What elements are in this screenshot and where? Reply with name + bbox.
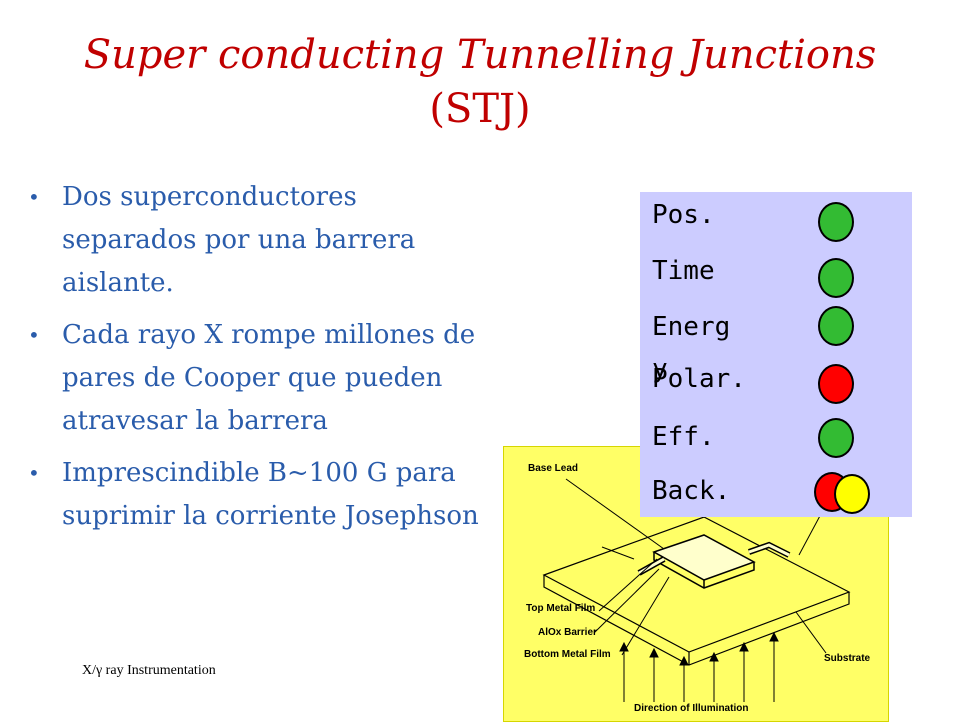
bullet-icon: • <box>28 323 40 347</box>
bullet-icon: • <box>28 185 40 209</box>
status-light-eff <box>818 418 854 458</box>
label-base-lead: Base Lead <box>528 463 579 474</box>
label-top-metal-film: Top Metal Film <box>526 603 596 614</box>
label-direction-of-illumination: Direction of Illumination <box>634 703 749 714</box>
status-label-eff: Eff. <box>652 422 715 452</box>
performance-panel: Pos. Time Energ y Polar. Eff. Back. <box>640 192 912 517</box>
bullet-item: • Cada rayo X rompe millones de pares de … <box>28 314 498 443</box>
status-light-time <box>818 258 854 298</box>
status-label-energy-y: y <box>652 354 668 384</box>
status-label-pos: Pos. <box>652 200 715 230</box>
title-line-2: (STJ) <box>429 86 531 132</box>
bullet-item: • Dos superconductores separados por una … <box>28 176 498 305</box>
bullet-item: • Imprescindible B~100 G para suprimir la… <box>28 452 498 538</box>
footer-text: X/γ ray Instrumentation <box>82 663 216 678</box>
label-substrate: Substrate <box>824 653 871 664</box>
status-label-back: Back. <box>652 476 731 506</box>
slide-title: Super conducting Tunnelling Junctions (S… <box>0 28 960 136</box>
bullet-icon: • <box>28 461 40 485</box>
title-line-1: Super conducting Tunnelling Junctions <box>83 32 877 78</box>
status-label-energy: Energ <box>652 312 731 342</box>
stj-diagram-drawing <box>542 478 851 702</box>
bullet-text: Dos superconductores separados por una b… <box>62 182 416 298</box>
status-light-back-overlay <box>834 474 870 514</box>
status-light-polar <box>818 364 854 404</box>
status-light-energy <box>818 306 854 346</box>
status-light-pos <box>818 202 854 242</box>
label-alox-barrier: AlOx Barrier <box>538 627 597 638</box>
label-bottom-metal-film: Bottom Metal Film <box>524 649 611 660</box>
bullet-list: • Dos superconductores separados por una … <box>28 176 498 547</box>
bullet-text: Cada rayo X rompe millones de pares de C… <box>62 320 476 436</box>
status-label-time: Time <box>652 256 715 286</box>
status-label-polar: Polar. <box>652 364 746 394</box>
bullet-text: Imprescindible B~100 G para suprimir la … <box>62 458 479 531</box>
